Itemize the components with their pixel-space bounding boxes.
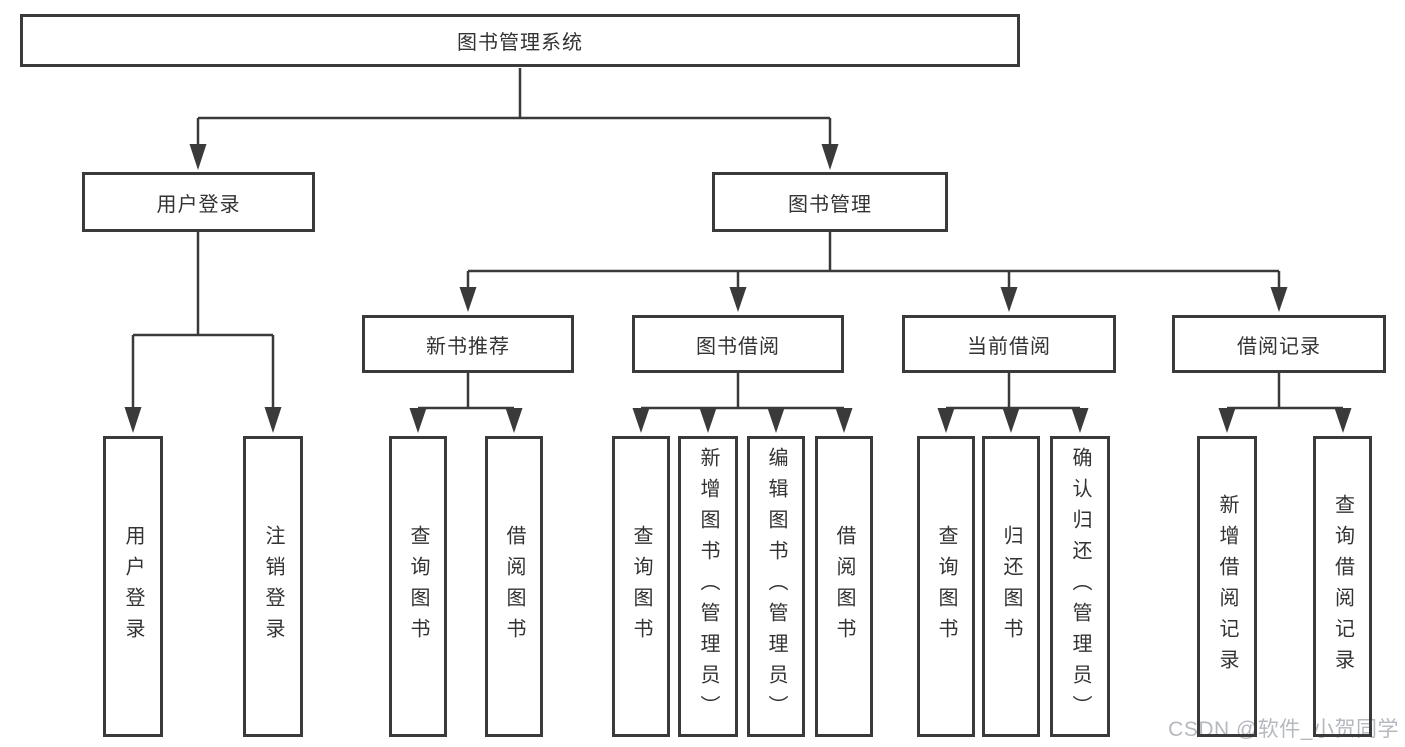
node-user-login: 用户登录 (82, 172, 315, 232)
leaf-current-return-books: 归还图书 (982, 436, 1040, 737)
leaf-logout: 注销登录 (243, 436, 303, 737)
node-book-borrow: 图书借阅 (632, 315, 844, 373)
arrowheads (124, 144, 1352, 433)
leaf-borrow-query-books: 查询图书 (612, 436, 670, 737)
leaf-current-query-books: 查询图书 (917, 436, 975, 737)
leaf-records-add-record: 新增借阅记录 (1197, 436, 1257, 737)
node-borrow-records: 借阅记录 (1172, 315, 1386, 373)
node-current-borrow: 当前借阅 (902, 315, 1116, 373)
leaf-newbooks-query-books: 查询图书 (389, 436, 447, 737)
node-book-management: 图书管理 (712, 172, 948, 232)
leaf-borrow-edit-books-admin: 编辑图书（管理员） (747, 436, 805, 737)
leaf-borrow-add-books-admin: 新增图书（管理员） (678, 436, 738, 737)
leaf-current-confirm-return-admin: 确认归还（管理员） (1050, 436, 1110, 737)
leaf-borrow-borrow-books: 借阅图书 (815, 436, 873, 737)
leaf-newbooks-borrow-books: 借阅图书 (485, 436, 543, 737)
leaf-user-login: 用户登录 (103, 436, 163, 737)
node-new-book-recommend: 新书推荐 (362, 315, 574, 373)
node-library-management-system: 图书管理系统 (20, 14, 1020, 67)
leaf-records-query-record: 查询借阅记录 (1313, 436, 1372, 737)
